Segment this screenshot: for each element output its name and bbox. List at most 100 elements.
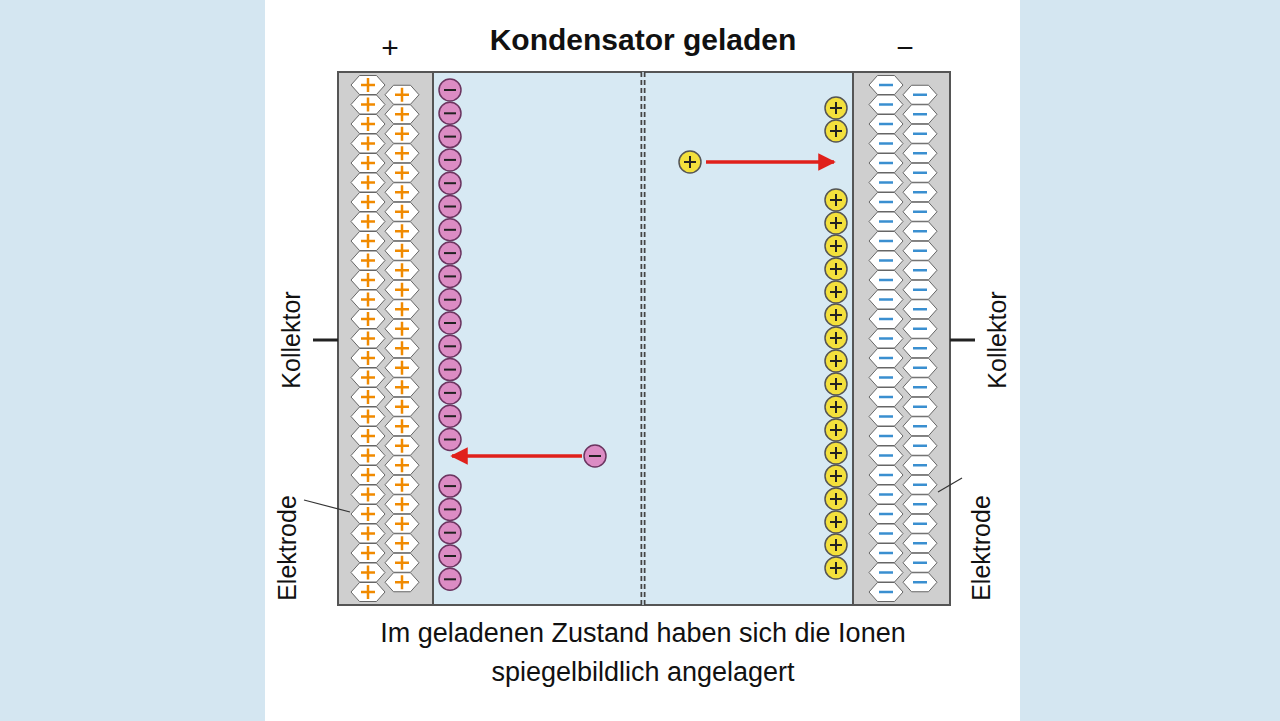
electrode-grain — [385, 261, 419, 280]
ion-sign — [835, 217, 837, 229]
electrode-grain — [351, 232, 385, 251]
electrode-grain — [869, 446, 903, 465]
charge-sign — [879, 571, 893, 574]
charge-sign — [401, 205, 404, 219]
ion-sign — [444, 415, 456, 417]
electrode-grain — [385, 378, 419, 397]
ion-sign — [835, 286, 837, 298]
electrode-grain — [385, 163, 419, 182]
anion — [439, 405, 461, 427]
ion-sign — [835, 516, 837, 528]
charge-sign — [879, 474, 893, 477]
ion-sign — [444, 369, 456, 371]
charge-sign — [401, 380, 404, 394]
ion-arrow — [452, 454, 582, 458]
title: Kondensator geladen — [490, 25, 797, 55]
charge-sign — [367, 566, 370, 580]
ion-sign — [444, 89, 456, 91]
ion-sign — [835, 493, 837, 505]
ion-sign — [835, 539, 837, 551]
electrode-grain — [869, 212, 903, 231]
charge-sign — [913, 347, 927, 350]
charge-sign — [879, 591, 893, 594]
electrode-grain — [351, 368, 385, 387]
charge-sign — [913, 172, 927, 175]
electrode-grain — [869, 95, 903, 114]
ion-sign — [444, 112, 456, 114]
charge-sign — [367, 273, 370, 287]
charge-sign — [367, 98, 370, 112]
separator-core — [642, 72, 644, 605]
ion-sign — [835, 424, 837, 436]
charge-sign — [401, 497, 404, 511]
ion-sign — [835, 125, 837, 137]
charge-sign — [401, 185, 404, 199]
electrode-grain — [869, 407, 903, 426]
electrode-grain — [903, 202, 937, 221]
charge-sign — [913, 425, 927, 428]
charge-sign — [401, 322, 404, 336]
cation — [825, 557, 847, 579]
charge-sign — [913, 94, 927, 97]
electrode-grain — [903, 280, 937, 299]
electrode-grain — [869, 485, 903, 504]
anion — [439, 312, 461, 334]
electrode-grain — [903, 144, 937, 163]
cation — [825, 97, 847, 119]
charge-sign — [913, 386, 927, 389]
charge-sign — [913, 289, 927, 292]
leader-line — [938, 478, 962, 492]
caption: Im geladenen Zustand haben sich die Ione… — [323, 614, 963, 692]
charge-sign — [367, 195, 370, 209]
charge-sign — [879, 376, 893, 379]
electrode-grain — [351, 212, 385, 231]
electrode-grain — [903, 495, 937, 514]
cation — [825, 373, 847, 395]
ion-sign — [444, 182, 456, 184]
charge-sign — [401, 146, 404, 160]
ion-sign — [444, 578, 456, 580]
part-label: Kollektor — [279, 291, 304, 388]
charge-sign — [367, 468, 370, 482]
anion — [439, 265, 461, 287]
charge-sign — [913, 133, 927, 136]
electrode-grain — [385, 144, 419, 163]
anion — [439, 568, 461, 590]
charge-sign — [367, 156, 370, 170]
electrode-grain — [351, 563, 385, 582]
electrode-grain — [869, 271, 903, 290]
cation — [825, 281, 847, 303]
electrode-grain — [903, 417, 937, 436]
electrode-grain — [385, 300, 419, 319]
part-label: Elektrode — [969, 495, 994, 601]
electrode-grain — [351, 349, 385, 368]
electrode-grain — [385, 183, 419, 202]
electrode-grain — [869, 388, 903, 407]
cation — [679, 151, 701, 173]
charge-sign — [879, 162, 893, 165]
anion — [439, 429, 461, 451]
charge-sign — [913, 406, 927, 409]
charge-sign — [913, 581, 927, 584]
electrode-grain — [385, 514, 419, 533]
electrode-grain — [903, 105, 937, 124]
ion-sign — [835, 332, 837, 344]
anion — [439, 545, 461, 567]
cation — [825, 189, 847, 211]
electrode-grain — [903, 378, 937, 397]
electrode-grain — [351, 407, 385, 426]
left-collector — [338, 72, 433, 605]
electrode-grain — [385, 397, 419, 416]
electrode-grain — [351, 583, 385, 602]
charge-sign — [401, 536, 404, 550]
charge-sign — [913, 308, 927, 311]
charge-sign — [913, 269, 927, 272]
electrode-grain — [869, 505, 903, 524]
cation — [825, 212, 847, 234]
electrode-grain — [903, 163, 937, 182]
charge-sign — [401, 341, 404, 355]
charge-sign — [367, 585, 370, 599]
charge-sign — [913, 328, 927, 331]
charge-sign — [879, 220, 893, 223]
cation — [825, 465, 847, 487]
